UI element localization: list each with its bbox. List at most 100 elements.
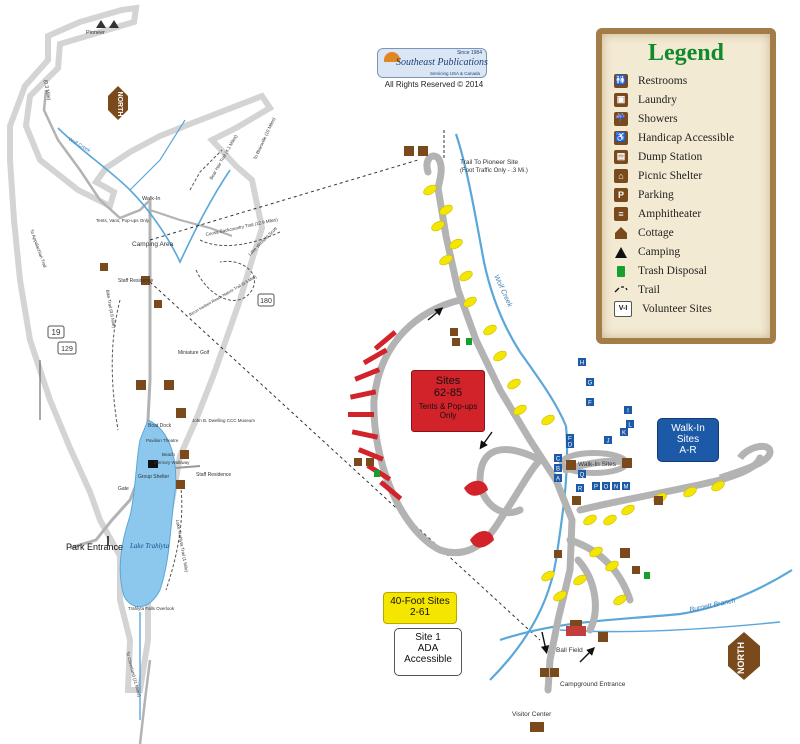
route-180-shield xyxy=(257,293,275,307)
restroom-marker xyxy=(572,496,581,505)
visitor-center-marker xyxy=(530,722,544,732)
group-shelter-label: Group Shelter xyxy=(138,474,169,480)
walk-in-site-letter: L xyxy=(628,423,632,429)
legend-item-label: Volunteer Sites xyxy=(642,302,712,315)
to-blairsville-label: To Blairsville (10 Miles) xyxy=(252,116,276,160)
gate-label: Gate xyxy=(118,486,129,492)
main-loop-road xyxy=(423,152,576,694)
forty-foot-callout: 40-Foot Sites 2-61 xyxy=(383,592,457,624)
bike-trail-label: Bike Trail (0.6 Mile) xyxy=(105,289,117,328)
walk-in-site-badge: K xyxy=(620,428,628,437)
legend-item: ⌂Picnic Shelter xyxy=(602,166,770,185)
site-pad xyxy=(362,347,388,366)
site1-title: Site 1 xyxy=(415,632,441,643)
legend-item-label: Dump Station xyxy=(638,150,703,163)
volunteer-sites-icon: V-I xyxy=(614,300,632,317)
staff-residence-2-label: Staff Residence xyxy=(196,472,231,478)
wolf-creek xyxy=(454,133,568,427)
legend-title: Legend xyxy=(647,40,724,66)
walk-in-site-badge: M xyxy=(622,482,630,491)
legend-item-label: Showers xyxy=(638,112,678,125)
shelter-marker xyxy=(176,480,185,489)
park-boundary xyxy=(7,4,275,693)
walk-in-site-badge: J xyxy=(604,436,612,445)
parking-marker xyxy=(164,380,174,390)
site1-ada: ADA xyxy=(417,643,439,654)
site-pad xyxy=(583,514,597,526)
publisher-name: Southeast Publications xyxy=(396,57,488,68)
picnic-shelter-icon: ⌂ xyxy=(614,168,628,183)
cottage-marker xyxy=(154,300,162,308)
tent-icon xyxy=(96,20,106,28)
route-19-shield xyxy=(47,325,65,339)
lake-trail-label: Lake Trahlyta Trail (1 Mile) xyxy=(175,519,189,573)
walk-in-site-badge: E xyxy=(566,434,574,443)
campground-entrance-label: Campground Entrance xyxy=(560,681,626,688)
boat-dock-marker xyxy=(148,460,158,468)
site-pad xyxy=(439,204,453,216)
site-pad xyxy=(541,414,555,426)
camping-area-label: Camping Area xyxy=(132,241,174,248)
trash-can-icon xyxy=(466,338,472,345)
inset-line-bottom xyxy=(149,281,541,641)
walk-in-site-badge: H xyxy=(578,358,586,367)
legend-item-label: Trash Disposal xyxy=(638,264,707,277)
walk-in-site-letter: P xyxy=(594,485,598,491)
restroom-icon: 🚻 xyxy=(614,73,628,88)
walk-in-site-letter: K xyxy=(622,431,626,437)
legend-item: ▤Dump Station xyxy=(602,147,770,166)
tent-icon xyxy=(614,245,628,259)
walk-in-site-badge: D xyxy=(566,440,574,449)
legend-item: ≡Amphitheater xyxy=(602,204,770,223)
parking-marker xyxy=(622,458,632,468)
east-turnaround xyxy=(718,442,774,482)
north-label-left: NORTH xyxy=(116,92,123,117)
walk-in-site-badge: B xyxy=(554,464,562,473)
cottage-marker xyxy=(141,276,150,285)
burnett-branch-label: Burnett Branch xyxy=(689,597,736,614)
site-pad xyxy=(621,504,635,516)
creek-branch xyxy=(129,119,186,191)
walk-in-site-badge: A xyxy=(554,474,562,483)
trash-can-icon xyxy=(614,264,628,278)
parking-marker xyxy=(620,548,630,558)
route-129-shield xyxy=(57,341,77,355)
site-pad xyxy=(348,412,374,417)
ball-field-label: Ball Field xyxy=(556,647,583,654)
camp-road xyxy=(149,209,233,237)
legend-item-label: Cottage xyxy=(638,226,674,239)
site-pad xyxy=(573,574,587,586)
site-pad xyxy=(541,570,555,582)
site-pad xyxy=(553,590,567,602)
legend-item-label: Parking xyxy=(638,188,674,201)
left-site-markers xyxy=(100,263,189,489)
playground-icon xyxy=(566,620,586,636)
route-19-label: 19 xyxy=(52,328,61,337)
site-pad xyxy=(613,594,627,606)
parking-marker xyxy=(598,632,608,642)
walk-in-site-letter: M xyxy=(624,485,629,491)
parking-marker xyxy=(176,408,186,418)
walk-in-site-letter: D xyxy=(568,443,573,449)
to-appalachian-label: To Appalachian Trail xyxy=(29,229,47,269)
bear-hair-trail xyxy=(189,149,223,191)
walk-in-sites-label: Walk-In Sites xyxy=(578,461,617,468)
sun-logo-icon xyxy=(384,52,400,62)
lake-name-label: Lake Trahlyta xyxy=(129,542,170,550)
copyright-text: All Rights Reserved © 2014 xyxy=(384,80,484,89)
publisher-tagline: Servicing USA & Canada xyxy=(429,71,480,76)
site-pad xyxy=(507,378,521,390)
site-pad xyxy=(513,404,527,416)
laundry-marker xyxy=(550,668,559,677)
site-pad xyxy=(351,429,379,440)
walk-in-callout-title: Walk-In xyxy=(671,423,705,434)
site-pad xyxy=(449,238,463,250)
shower-icon: ☔ xyxy=(614,111,628,126)
walk-in-site-badge: I xyxy=(624,406,632,415)
burnett-branch xyxy=(499,569,793,642)
site-pad xyxy=(683,486,697,498)
parking-marker xyxy=(404,146,414,156)
inset-line-top xyxy=(149,159,419,241)
shelter-marker xyxy=(180,450,189,459)
